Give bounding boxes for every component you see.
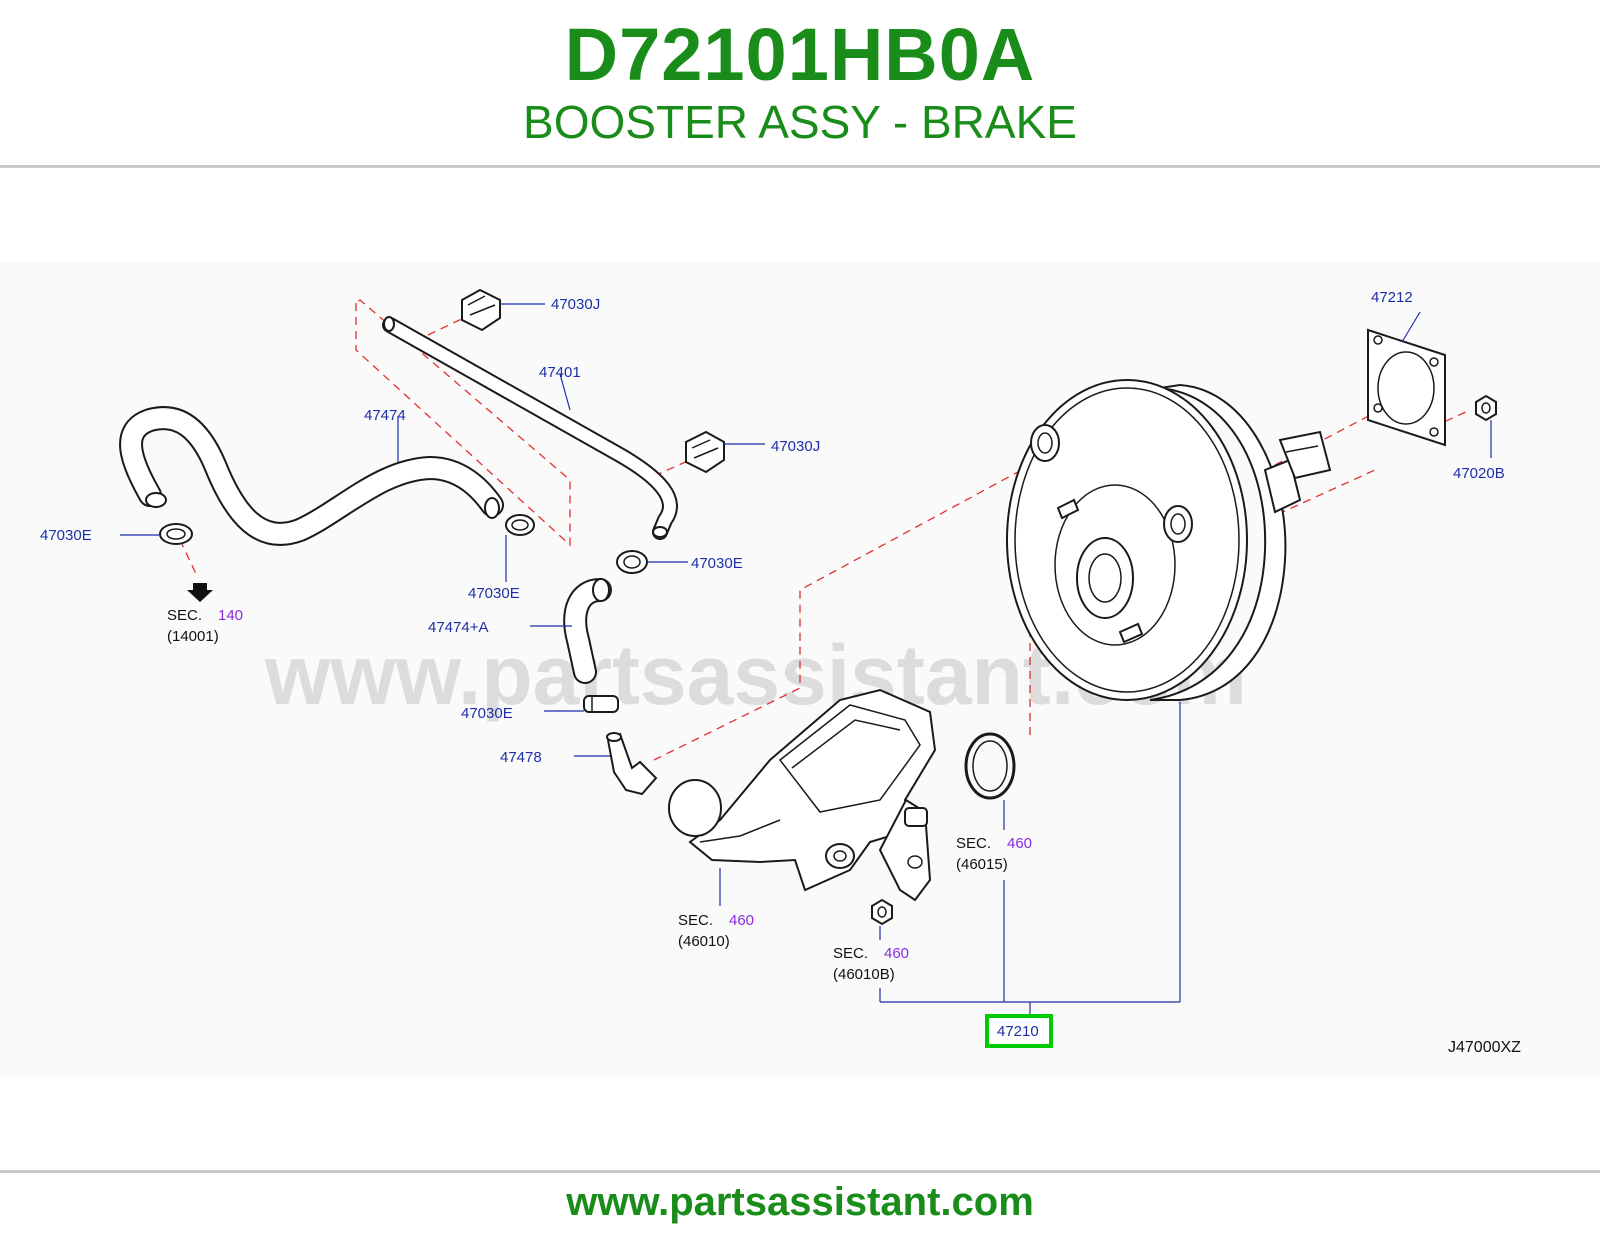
section-46015-number: 460 [1007, 835, 1032, 852]
master-cylinder [668, 688, 937, 902]
clamp-47030E-hose [616, 550, 648, 574]
label-47030E-low: 47030E [461, 705, 513, 722]
label-47212: 47212 [1371, 289, 1413, 306]
section-46010B-ref: (46010B) [833, 966, 895, 983]
part-number-title: D72101HB0A [564, 13, 1036, 96]
clip-47030J-mid [685, 430, 725, 474]
clamp-47030E-middle [505, 514, 535, 536]
section-46010-number: 460 [729, 912, 754, 929]
section-140-number: 140 [218, 607, 243, 624]
arrow-down-icon [187, 583, 213, 602]
label-47020B: 47020B [1453, 465, 1505, 482]
diagram-background [0, 262, 1600, 1077]
nut-47020B [1475, 394, 1497, 422]
label-47478: 47478 [500, 749, 542, 766]
footer-url[interactable]: www.partsassistant.com [566, 1180, 1034, 1224]
seal-ring [964, 732, 1016, 800]
brake-booster [1006, 379, 1332, 701]
section-140-word: SEC. [167, 607, 202, 624]
label-47474A: 47474+A [428, 619, 488, 636]
hose-47474A [563, 578, 612, 684]
clamp-47030E-low [583, 695, 619, 713]
hose-47474 [119, 406, 504, 546]
diagram-code: J47000XZ [1448, 1039, 1521, 1056]
page-header: D72101HB0A BOOSTER ASSY - BRAKE [0, 0, 1600, 168]
label-47030J-top: 47030J [551, 296, 600, 313]
parts-diagram: www.partsassistant.com [0, 262, 1600, 1077]
tube-47401 [382, 316, 678, 540]
leader-lines [120, 303, 1492, 1014]
parts-diagram-svg: www.partsassistant.com [0, 262, 1600, 1077]
label-47030E-hose: 47030E [691, 555, 743, 572]
label-47030E-left: 47030E [40, 527, 92, 544]
header-divider [0, 165, 1600, 168]
section-46015-word: SEC. [956, 835, 991, 852]
label-47030J-mid: 47030J [771, 438, 820, 455]
section-46010-ref: (46010) [678, 933, 730, 950]
label-47210[interactable]: 47210 [997, 1023, 1039, 1040]
section-140-ref: (14001) [167, 628, 219, 645]
gasket-47212 [1367, 328, 1446, 447]
section-46015-ref: (46015) [956, 856, 1008, 873]
footer-divider [0, 1170, 1600, 1173]
clamp-47030E-left [159, 523, 193, 545]
label-47401: 47401 [539, 364, 581, 381]
connector-47478 [606, 732, 658, 796]
section-46010-word: SEC. [678, 912, 713, 929]
clip-47030J-top [461, 288, 501, 332]
label-47030E-clamp: 47030E [468, 585, 520, 602]
nut-46010B [871, 898, 893, 926]
section-46010B-number: 460 [884, 945, 909, 962]
section-46010B-word: SEC. [833, 945, 868, 962]
part-name-subtitle: BOOSTER ASSY - BRAKE [523, 96, 1077, 148]
highlight-box-47210[interactable] [985, 1014, 1053, 1048]
label-47474: 47474 [364, 407, 406, 424]
